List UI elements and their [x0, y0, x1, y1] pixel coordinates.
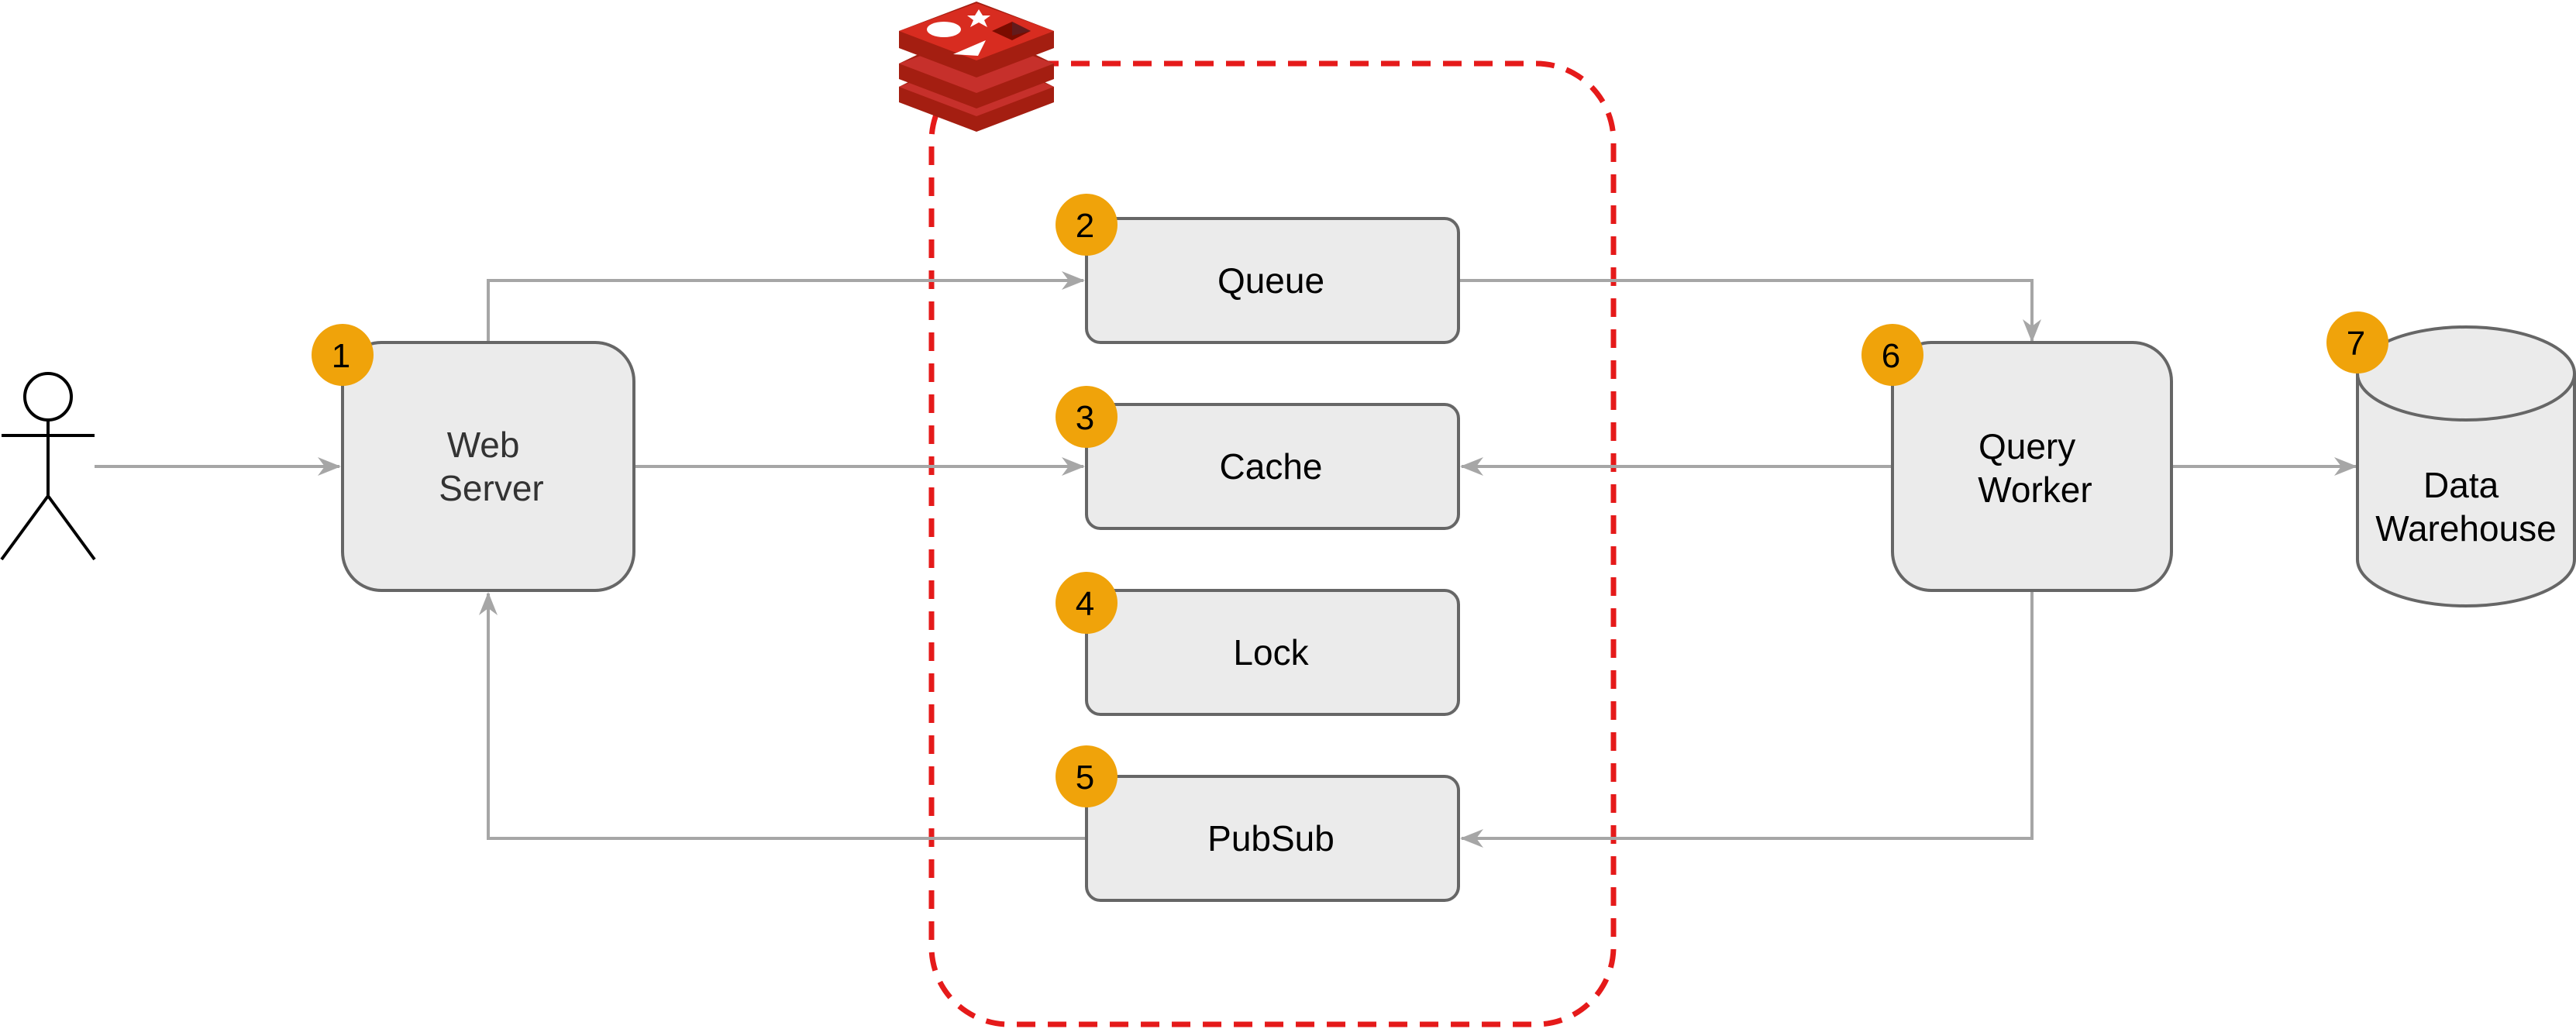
data-warehouse-label: Data Warehouse	[2375, 465, 2557, 549]
query-worker-label-line2: Worker	[1978, 470, 2092, 510]
queue-label: Queue	[1217, 260, 1324, 301]
badge-3: 3	[1056, 386, 1118, 448]
pubsub-label: PubSub	[1207, 818, 1334, 859]
queue-node[interactable]: Queue	[1085, 217, 1460, 344]
web-server-label: Web Server	[439, 425, 543, 508]
lock-label: Lock	[1233, 632, 1309, 673]
data-warehouse-label-line1: Data	[2423, 465, 2499, 505]
badge-5-label: 5	[1076, 759, 1094, 797]
data-warehouse-node[interactable]: Data Warehouse	[2356, 325, 2576, 607]
badge-2-label: 2	[1076, 207, 1094, 245]
badges: 1 2 3 4 5 6 7	[312, 194, 2388, 807]
pubsub-node[interactable]: PubSub	[1085, 775, 1460, 902]
data-warehouse-label-line2: Warehouse	[2375, 508, 2557, 549]
web-server-node[interactable]: Web Server	[341, 341, 635, 592]
edge-web-server-to-queue	[487, 271, 1085, 342]
badge-5: 5	[1056, 745, 1118, 807]
badge-4: 4	[1056, 572, 1118, 634]
badge-4-label: 4	[1076, 585, 1094, 623]
badge-2: 2	[1056, 194, 1118, 256]
web-server-label-line2: Server	[439, 468, 543, 508]
badge-7-label: 7	[2347, 325, 2365, 363]
redis-group-border	[928, 60, 1617, 1027]
lock-node[interactable]: Lock	[1085, 589, 1460, 716]
edge-query-worker-to-pubsub	[1460, 590, 2034, 848]
badge-6-label: 6	[1882, 337, 1900, 375]
cache-label: Cache	[1220, 446, 1323, 487]
edge-queue-to-query-worker	[1458, 279, 2041, 342]
badge-1: 1	[312, 324, 374, 386]
query-worker-label: Query Worker	[1978, 426, 2092, 510]
badge-6: 6	[1861, 324, 1923, 386]
user-stick-figure-icon	[0, 372, 96, 561]
query-worker-node[interactable]: Query Worker	[1891, 341, 2173, 592]
badge-3-label: 3	[1076, 399, 1094, 437]
redis-logo-icon	[899, 2, 1054, 132]
badge-7: 7	[2326, 311, 2388, 373]
edge-pubsub-to-web-server	[479, 592, 1087, 840]
cache-node[interactable]: Cache	[1085, 403, 1460, 530]
query-worker-label-line1: Query	[1978, 426, 2075, 466]
edges	[95, 271, 2357, 848]
badge-1-label: 1	[332, 337, 350, 375]
web-server-label-line1: Web	[447, 425, 520, 465]
